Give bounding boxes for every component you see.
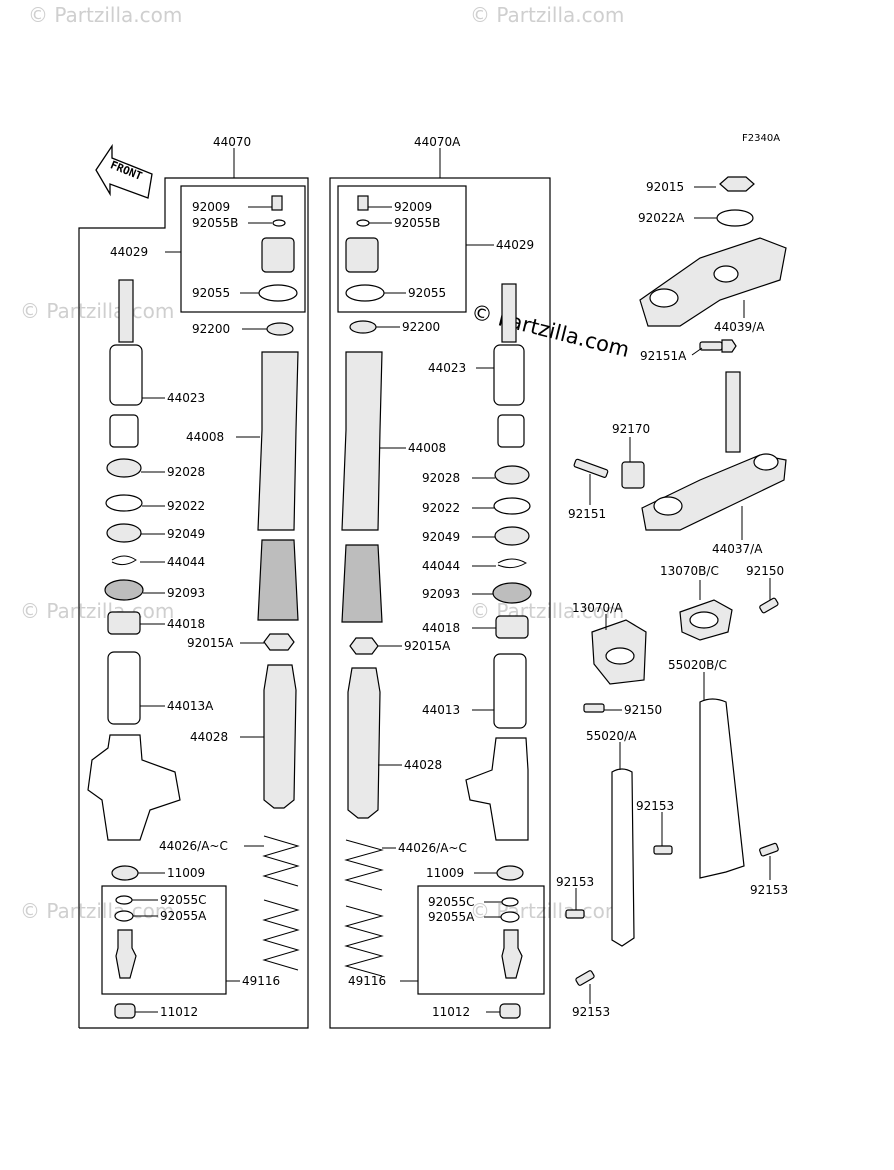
label-92009-r: 92009 [394,200,432,214]
label-44018: 44018 [167,617,205,631]
label-92009: 92009 [192,200,230,214]
label-92150b: 92150 [624,703,662,717]
watermark: © Partzilla.com [470,899,624,923]
label-92153d: 92153 [572,1005,610,1019]
label-92150a: 92150 [746,564,784,578]
label-92028-r: 92028 [422,471,460,485]
label-92151A: 92151A [640,349,687,363]
label-92055B: 92055B [192,216,238,230]
label-92055-r: 92055 [408,286,446,300]
label-13070A: 13070/A [572,601,623,615]
label-92151: 92151 [568,507,606,521]
label-92153c: 92153 [556,875,594,889]
assy-label-right: 44070A [414,135,461,149]
label-11012-r: 11012 [432,1005,470,1019]
label-44026: 44026/A~C [159,839,228,853]
label-13070BC: 13070B/C [660,564,719,578]
label-44013A: 44013A [167,699,214,713]
label-92153b: 92153 [750,883,788,897]
label-92022: 92022 [167,499,205,513]
spring-left [262,830,300,978]
label-11012: 11012 [160,1005,198,1019]
label-92055A-r: 92055A [428,910,475,924]
right-fork-assembly: 44070A 44029 92009 92055B 92055 92200 44… [329,135,551,1029]
label-44026-r: 44026/A~C [398,841,467,855]
label-44023: 44023 [167,391,205,405]
label-92055: 92055 [192,286,230,300]
label-55020BC: 55020B/C [668,658,727,672]
label-92022A: 92022A [638,211,685,225]
left-fork-assembly: 44070 44029 92009 92055B 92055 92200 440… [78,135,309,1029]
label-44037: 44037/A [712,542,763,556]
watermark: © Partzilla.com [20,299,174,323]
label-44023-r: 44023 [428,361,466,375]
label-44008-r: 44008 [408,441,446,455]
label-44028-r: 44028 [404,758,442,772]
spring-right [344,834,384,982]
label-92200: 92200 [192,322,230,336]
watermark: © Partzilla.com [20,599,174,623]
label-44039: 44039/A [714,320,765,334]
label-92170: 92170 [612,422,650,436]
label-49116-r: 49116 [348,974,386,988]
diagram-code: F2340A [742,133,780,144]
label-92028: 92028 [167,465,205,479]
steering-and-guards: 92015 92022A 44039/A 92151A 44037/A 9217… [556,176,788,1019]
label-92093-r: 92093 [422,587,460,601]
label-92055C-r: 92055C [428,895,475,909]
assy-label-left: 44070 [213,135,251,149]
watermark: © Partzilla.com [20,899,174,923]
label-92055B-r: 92055B [394,216,440,230]
label-11009: 11009 [167,866,205,880]
label-44044: 44044 [167,555,205,569]
label-92049: 92049 [167,527,205,541]
front-arrow-icon: FRONT [95,143,153,199]
label-92015A-r: 92015A [404,639,451,653]
label-44044-r: 44044 [422,559,460,573]
label-92200-r: 92200 [402,320,440,334]
label-92015A: 92015A [187,636,234,650]
label-92153a: 92153 [636,799,674,813]
label-44008: 44008 [186,430,224,444]
watermark: © Partzilla.com [470,3,624,27]
label-44029: 44029 [110,245,148,259]
label-92055A: 92055A [160,909,207,923]
label-92055C: 92055C [160,893,207,907]
label-44018-r: 44018 [422,621,460,635]
label-92015: 92015 [646,180,684,194]
label-49116: 49116 [242,974,280,988]
watermark: © Partzilla.com [28,3,182,27]
label-44029-r: 44029 [496,238,534,252]
label-92049-r: 92049 [422,530,460,544]
label-92093: 92093 [167,586,205,600]
label-55020A: 55020/A [586,729,637,743]
label-92022-r: 92022 [422,501,460,515]
label-44013-r: 44013 [422,703,460,717]
label-44028: 44028 [190,730,228,744]
label-11009-r: 11009 [426,866,464,880]
